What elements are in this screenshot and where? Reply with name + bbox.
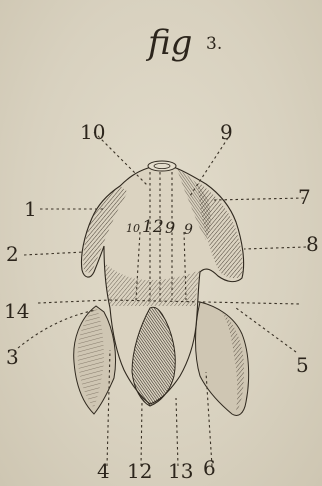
label-4: 4	[97, 461, 110, 481]
label-3: 3	[6, 347, 19, 367]
label-2: 2	[6, 244, 19, 264]
inner-label-9a: 9	[165, 220, 175, 236]
label-6: 6	[203, 458, 216, 478]
label-9: 9	[220, 122, 233, 142]
label-12: 12	[127, 461, 152, 481]
label-8: 8	[306, 234, 319, 254]
figure-title: fig	[148, 26, 192, 60]
label-1: 1	[24, 199, 37, 219]
label-10: 10	[80, 122, 105, 142]
inner-label-12: 12	[142, 219, 164, 236]
inner-label-10: 10	[126, 223, 140, 234]
neck-opening	[148, 161, 176, 171]
label-5: 5	[296, 355, 309, 375]
label-14: 14	[4, 301, 29, 321]
label-13: 13	[168, 461, 193, 481]
label-7: 7	[298, 187, 311, 207]
figure-number: 3.	[206, 36, 222, 53]
inner-label-9b: 9	[184, 223, 193, 237]
